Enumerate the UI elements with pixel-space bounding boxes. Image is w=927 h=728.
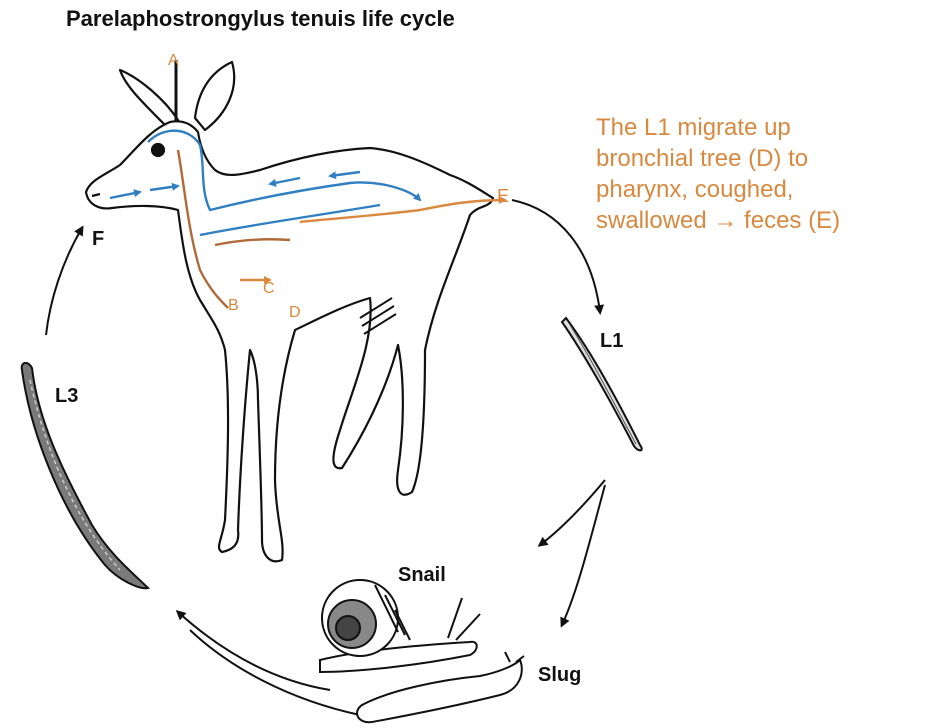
note-line-2: bronchial tree (D) to xyxy=(596,143,926,174)
label-l1: L1 xyxy=(600,330,623,353)
larva-l3-figure xyxy=(22,363,148,588)
site-label-c: C xyxy=(263,280,275,298)
site-label-b: B xyxy=(228,297,239,315)
migration-note: The L1 migrate up bronchial tree (D) to … xyxy=(596,112,926,236)
label-slug: Slug xyxy=(538,664,581,687)
note-line-1: The L1 migrate up xyxy=(596,112,926,143)
cycle-arrow-l1-to-snail xyxy=(540,480,605,545)
label-snail: Snail xyxy=(398,564,446,587)
site-label-d: D xyxy=(289,304,301,322)
deer-right-ear xyxy=(195,62,234,130)
label-l3: L3 xyxy=(55,385,78,408)
label-f: F xyxy=(92,228,104,251)
note-line-4: swallowed → feces (E) xyxy=(596,205,926,236)
deer-left-ear xyxy=(120,70,178,125)
note-line-3: pharynx, coughed, xyxy=(596,174,926,205)
deer-body xyxy=(86,121,493,561)
site-label-a: A xyxy=(168,52,179,70)
site-label-e: E xyxy=(497,186,509,207)
snail-figure xyxy=(320,580,480,672)
cycle-arrow-slug-to-l3 xyxy=(178,612,330,690)
diagram-title: Parelaphostrongylus tenuis life cycle xyxy=(66,6,455,32)
cycle-arrow-l3-to-f xyxy=(46,228,82,335)
cycle-arrow-e-to-l1 xyxy=(512,200,600,312)
